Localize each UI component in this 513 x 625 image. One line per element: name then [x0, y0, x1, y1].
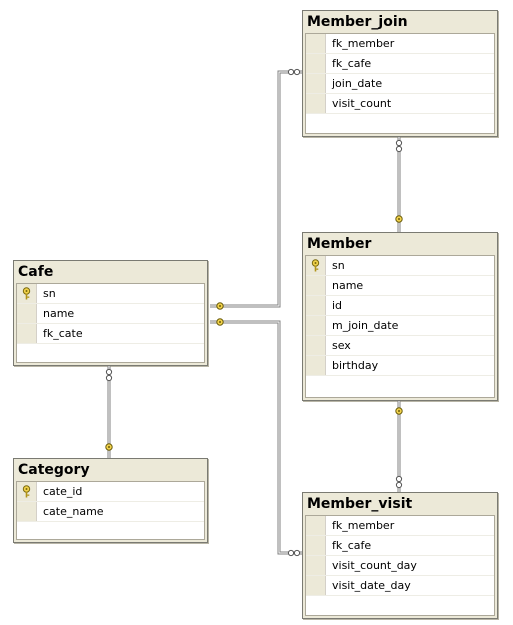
- row-selector[interactable]: [306, 94, 326, 113]
- relationship-cafe-member-join[interactable]: [210, 68, 302, 310]
- column-row[interactable]: visit_date_day: [306, 576, 494, 596]
- relationship-member-member-visit[interactable]: [395, 401, 403, 492]
- row-selector[interactable]: [306, 276, 326, 295]
- table-category[interactable]: Category cate_id cate_name: [13, 458, 208, 543]
- column-name: fk_cafe: [332, 539, 372, 552]
- column-row[interactable]: fk_member: [306, 516, 494, 536]
- column-list: cate_id cate_name: [16, 481, 205, 540]
- column-row[interactable]: visit_count_day: [306, 556, 494, 576]
- column-list: fk_member fk_cafe join_date visit_count: [305, 33, 495, 134]
- table-title[interactable]: Cafe: [18, 264, 54, 280]
- row-selector[interactable]: [17, 304, 37, 323]
- row-selector[interactable]: [306, 536, 326, 555]
- column-list: sn name fk_cate: [16, 283, 205, 363]
- column-row[interactable]: sn: [306, 256, 494, 276]
- column-row[interactable]: sex: [306, 336, 494, 356]
- column-row[interactable]: fk_cate: [17, 324, 204, 344]
- table-title[interactable]: Category: [18, 462, 90, 478]
- table-cafe[interactable]: Cafe sn name fk_cate: [13, 260, 208, 366]
- row-selector[interactable]: [306, 256, 326, 275]
- row-selector[interactable]: [306, 34, 326, 53]
- row-selector[interactable]: [17, 502, 37, 521]
- column-name: name: [43, 307, 75, 320]
- column-name: cate_name: [43, 505, 104, 518]
- table-title[interactable]: Member_join: [307, 14, 408, 30]
- table-member[interactable]: Member sn name id m_join_date sex birthd…: [302, 232, 498, 401]
- column-row[interactable]: birthday: [306, 356, 494, 376]
- column-name: fk_cafe: [332, 57, 372, 70]
- column-name: visit_count: [332, 97, 392, 110]
- column-name: sex: [332, 339, 351, 352]
- row-selector[interactable]: [17, 482, 37, 501]
- row-selector[interactable]: [306, 356, 326, 375]
- row-selector[interactable]: [306, 576, 326, 595]
- column-row[interactable]: fk_cafe: [306, 54, 494, 74]
- column-list: sn name id m_join_date sex birthday: [305, 255, 495, 398]
- row-selector[interactable]: [306, 516, 326, 535]
- table-member-join[interactable]: Member_join fk_member fk_cafe join_date …: [302, 10, 498, 137]
- column-name: cate_id: [43, 485, 83, 498]
- column-row[interactable]: cate_name: [17, 502, 204, 522]
- primary-key-icon: [22, 485, 31, 498]
- column-row[interactable]: name: [17, 304, 204, 324]
- row-selector[interactable]: [306, 556, 326, 575]
- column-name: fk_member: [332, 37, 395, 50]
- column-row[interactable]: name: [306, 276, 494, 296]
- relationship-category-cafe[interactable]: [105, 366, 113, 458]
- table-member-visit[interactable]: Member_visit fk_member fk_cafe visit_cou…: [302, 492, 498, 619]
- primary-key-icon: [22, 287, 31, 300]
- primary-key-icon: [311, 259, 320, 272]
- column-row[interactable]: sn: [17, 284, 204, 304]
- column-name: sn: [332, 259, 345, 272]
- table-title[interactable]: Member_visit: [307, 496, 413, 512]
- column-name: name: [332, 279, 364, 292]
- column-name: m_join_date: [332, 319, 399, 332]
- column-name: id: [332, 299, 343, 312]
- relationship-cafe-member-visit[interactable]: [210, 318, 302, 557]
- column-name: visit_date_day: [332, 579, 411, 592]
- row-selector[interactable]: [306, 316, 326, 335]
- column-list: fk_member fk_cafe visit_count_day visit_…: [305, 515, 495, 616]
- column-name: fk_member: [332, 519, 395, 532]
- column-name: visit_count_day: [332, 559, 417, 572]
- row-selector[interactable]: [306, 336, 326, 355]
- column-row[interactable]: join_date: [306, 74, 494, 94]
- column-row[interactable]: fk_member: [306, 34, 494, 54]
- table-title[interactable]: Member: [307, 236, 372, 252]
- column-row[interactable]: fk_cafe: [306, 536, 494, 556]
- relationship-member-member-join[interactable]: [395, 137, 403, 232]
- column-name: join_date: [332, 77, 383, 90]
- column-row[interactable]: m_join_date: [306, 316, 494, 336]
- column-name: birthday: [332, 359, 379, 372]
- column-row[interactable]: cate_id: [17, 482, 204, 502]
- column-name: fk_cate: [43, 327, 83, 340]
- row-selector[interactable]: [306, 74, 326, 93]
- row-selector[interactable]: [17, 284, 37, 303]
- row-selector[interactable]: [17, 324, 37, 343]
- row-selector[interactable]: [306, 296, 326, 315]
- column-name: sn: [43, 287, 56, 300]
- column-row[interactable]: visit_count: [306, 94, 494, 114]
- column-row[interactable]: id: [306, 296, 494, 316]
- row-selector[interactable]: [306, 54, 326, 73]
